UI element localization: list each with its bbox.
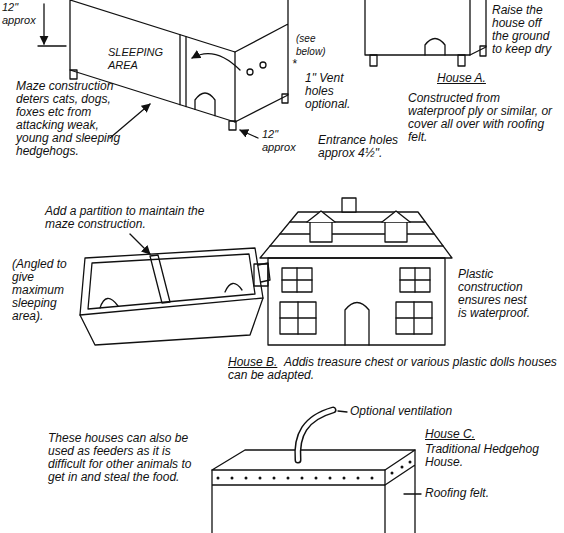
vent-pipe-inner	[298, 410, 333, 460]
leader-line	[404, 493, 421, 494]
entrance-hole	[195, 93, 215, 116]
note-text: Maze construction deters cats, dogs, fox…	[16, 80, 128, 158]
house-leg	[480, 46, 486, 56]
house-subheading: Traditional Hedgehog House.	[425, 443, 540, 469]
chimney	[342, 198, 356, 212]
dimension-arrow	[240, 130, 258, 138]
window-bars	[280, 268, 432, 334]
house-leg	[458, 55, 465, 66]
dimension-arrow	[43, 4, 44, 44]
dormer	[310, 222, 332, 242]
dollhouse-porch	[254, 264, 268, 286]
house-heading: House C.	[425, 428, 475, 441]
pointer-arrow	[192, 54, 240, 70]
maze-box-side	[235, 0, 288, 122]
entrance-hole	[225, 283, 242, 292]
lid-top	[212, 450, 415, 470]
dormer-roof	[307, 211, 335, 222]
box-front	[212, 470, 385, 533]
dimension-label: 12" approx	[262, 128, 302, 154]
door	[345, 303, 369, 346]
note-text: Optional ventilation	[350, 405, 452, 418]
felt-nails	[217, 461, 412, 480]
roof-tiles	[270, 222, 443, 246]
house-leg	[70, 70, 77, 79]
tub-body	[80, 298, 263, 345]
dormer	[385, 222, 407, 242]
raised-house-side	[470, 0, 486, 55]
raised-house-front	[365, 0, 470, 55]
vent-hole	[247, 69, 253, 75]
note-text: Roofing felt.	[425, 487, 489, 500]
vent-pipe	[298, 410, 333, 460]
note-marker: *	[292, 58, 297, 71]
house-heading: House A.	[437, 72, 486, 85]
maze-partition	[180, 35, 186, 107]
vent-hole	[260, 62, 266, 68]
dollhouse-roof	[260, 212, 452, 258]
note-text: Add a partition to maintain the maze con…	[45, 205, 210, 231]
house-heading: House B.	[228, 356, 277, 369]
note-text: (Angled to give maximum sleeping area).	[12, 258, 76, 323]
entrance-hole	[425, 39, 445, 56]
box-side	[385, 450, 415, 533]
note-text: 1" Vent holes optional.	[305, 72, 363, 111]
note-text: These houses can also be used as feeders…	[48, 432, 208, 484]
house-leg	[229, 121, 236, 130]
dimension-tick	[38, 45, 66, 46]
note-text: Addis treasure chest or various plastic …	[228, 356, 558, 382]
tub-rim	[80, 248, 263, 315]
note-text: Plastic construction ensures nest is wat…	[458, 268, 538, 320]
dormer-roof	[382, 211, 410, 222]
pointer-arrow	[130, 234, 150, 254]
dimension-label: 12" approx	[2, 1, 38, 27]
house-leg	[370, 55, 377, 66]
note-reference: (see below)	[296, 32, 338, 58]
house-leg	[282, 94, 288, 103]
dollhouse-wall	[268, 258, 445, 345]
leader-line	[338, 411, 347, 412]
note-text: Raise the house off the ground to keep d…	[492, 4, 558, 56]
tub-inner-rim	[88, 254, 255, 309]
tub-partition	[150, 255, 170, 303]
area-label: SLEEPING AREA	[108, 46, 170, 72]
entrance-hole	[100, 298, 118, 308]
note-text: Constructed from waterproof ply or simil…	[408, 92, 553, 144]
